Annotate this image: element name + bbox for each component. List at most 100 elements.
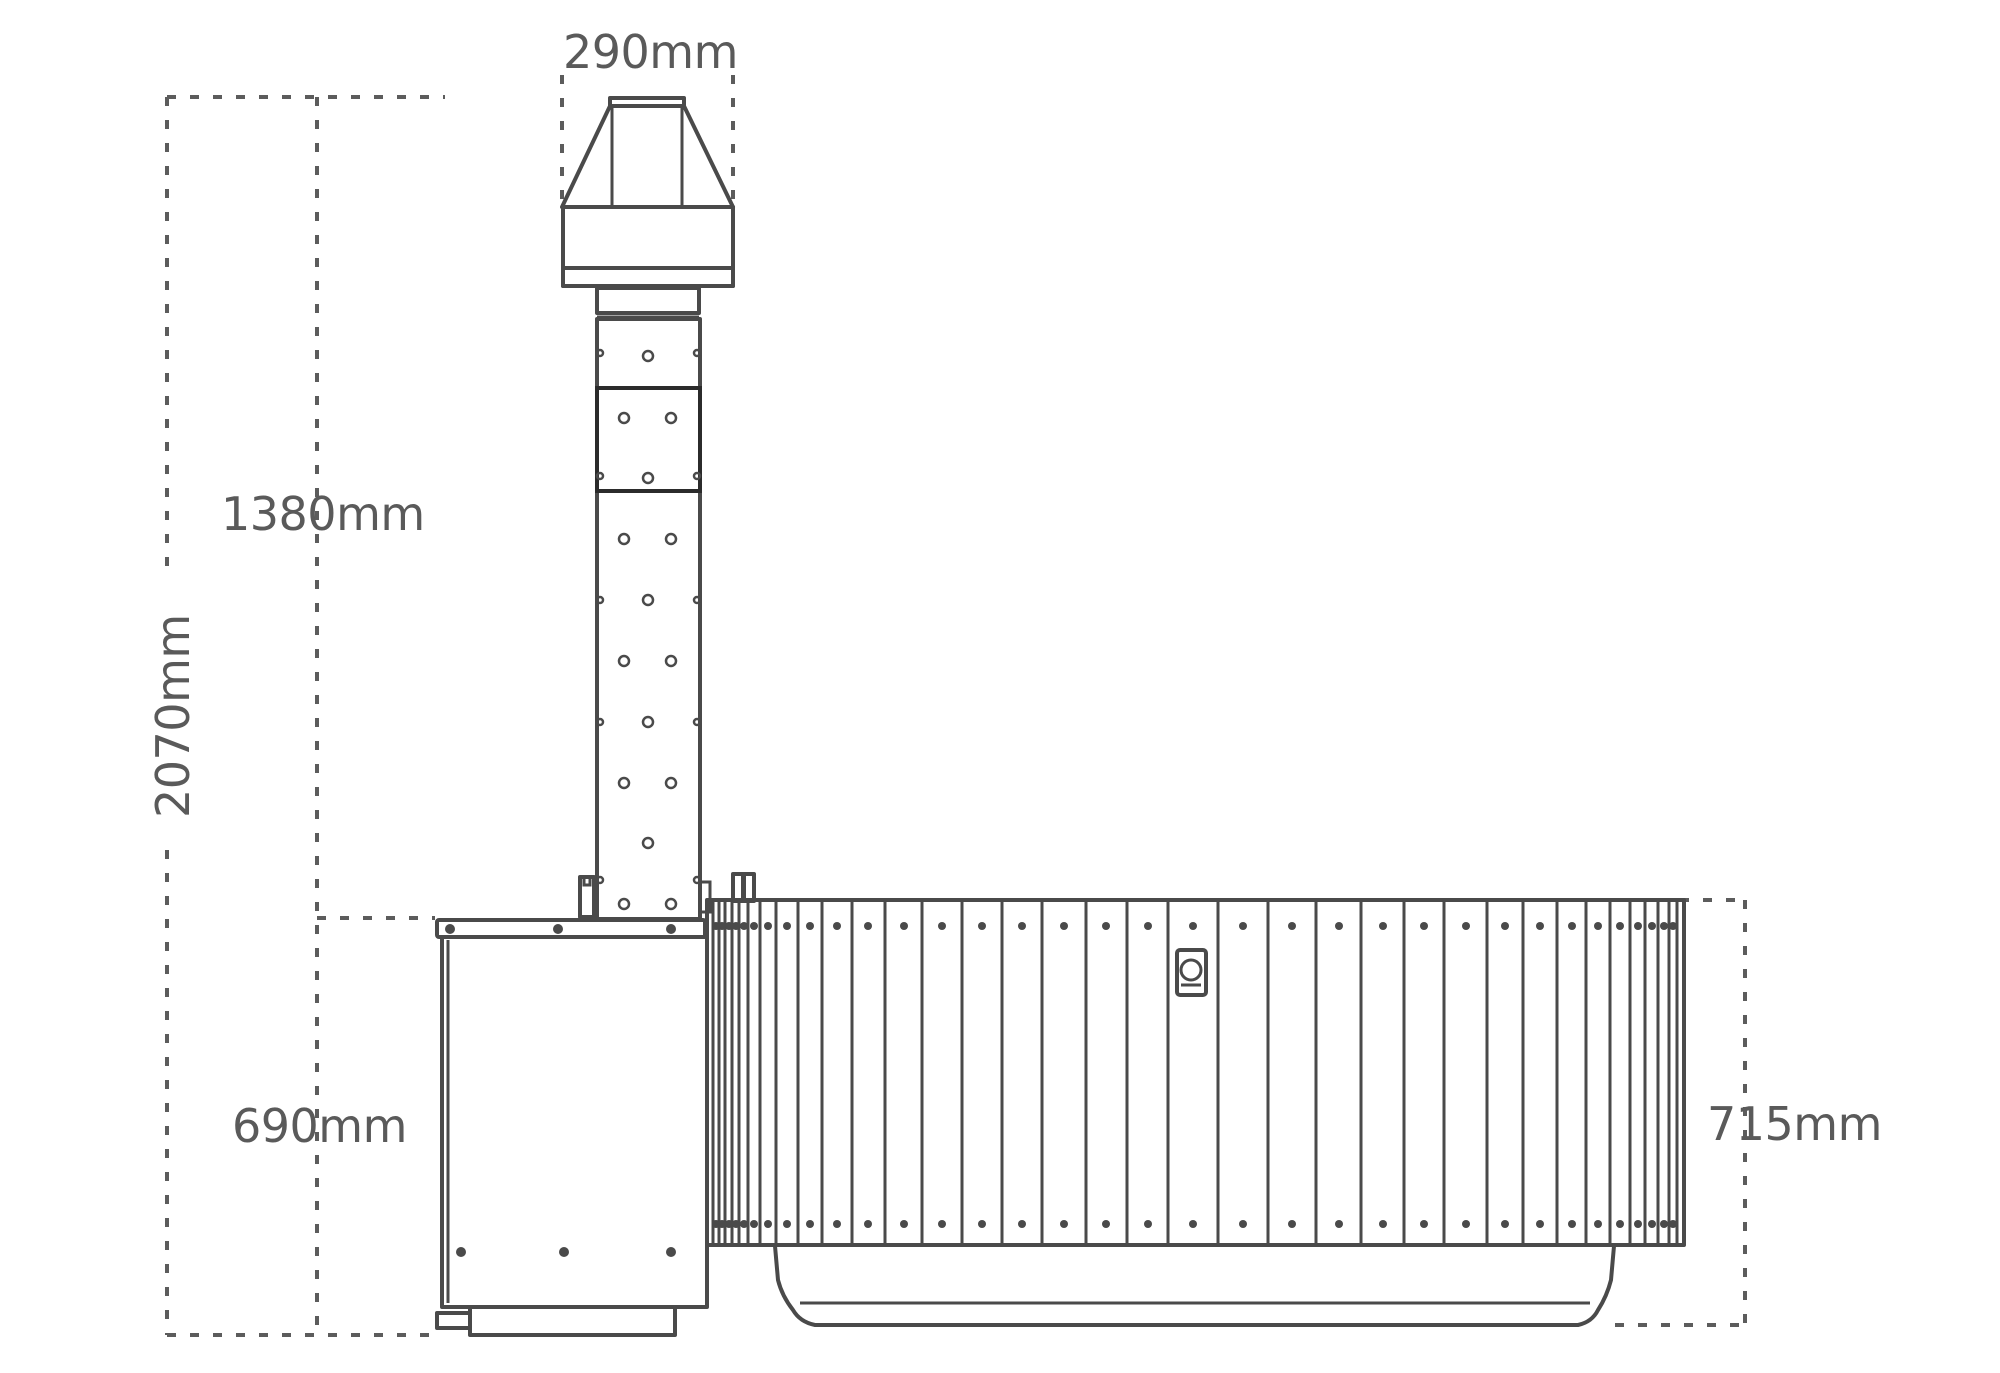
tub-height-label: 715mm (1707, 1097, 1882, 1151)
rivet (1102, 922, 1110, 930)
rivet (617, 411, 631, 425)
rivet (1189, 922, 1197, 930)
rivet (1420, 1220, 1428, 1228)
rivet (718, 922, 726, 930)
rivet (938, 922, 946, 930)
rivet (725, 1220, 733, 1228)
rivet (664, 532, 678, 546)
rivet (740, 922, 748, 930)
chimney-height-label: 1380mm (221, 487, 425, 541)
rivet (978, 1220, 986, 1228)
rivet (1239, 1220, 1247, 1228)
rivet (1462, 922, 1470, 930)
rivet (1660, 1220, 1668, 1228)
rivet (595, 348, 605, 358)
total-height-label: 2070mm (146, 614, 200, 818)
rivet (553, 924, 563, 934)
rivet (833, 1220, 841, 1228)
rivet (1616, 922, 1624, 930)
rivet (641, 715, 655, 729)
rivet (664, 897, 678, 911)
rivet (725, 922, 733, 930)
rivet (692, 875, 702, 885)
rivet (1060, 1220, 1068, 1228)
rivet (1648, 922, 1656, 930)
tub (698, 872, 1686, 1327)
rivet (1669, 922, 1677, 930)
rivet (1594, 922, 1602, 930)
rivet (617, 776, 631, 790)
rivet (595, 595, 605, 605)
rivet (666, 1247, 676, 1257)
rivet (712, 1220, 720, 1228)
rivet (1379, 1220, 1387, 1228)
rivet (1568, 922, 1576, 930)
rivet (764, 922, 772, 930)
rivet (833, 922, 841, 930)
rivet (1660, 922, 1668, 930)
rivet (1239, 922, 1247, 930)
rivet (1501, 1220, 1509, 1228)
rivet (1335, 1220, 1343, 1228)
rivet (740, 1220, 748, 1228)
rivet (900, 922, 908, 930)
rivet (595, 471, 605, 481)
rivet (750, 1220, 758, 1228)
rivet (1288, 922, 1296, 930)
rivet (445, 924, 455, 934)
rivet (595, 875, 605, 885)
rivet (1420, 922, 1428, 930)
rivet (864, 1220, 872, 1228)
rivet (712, 922, 720, 930)
rivet (1462, 1220, 1470, 1228)
rivet (1144, 1220, 1152, 1228)
rivet (1536, 922, 1544, 930)
rivet (1288, 1220, 1296, 1228)
tub-staves (711, 902, 1679, 1243)
rivet (664, 654, 678, 668)
dimension-lines (165, 75, 1747, 1337)
rivet (617, 654, 631, 668)
rivet (1102, 1220, 1110, 1228)
rivet (664, 776, 678, 790)
rivet (764, 1220, 772, 1228)
rivet (783, 922, 791, 930)
heater (435, 875, 709, 1337)
rivet (617, 897, 631, 911)
rivet (1018, 1220, 1026, 1228)
rivet (1060, 922, 1068, 930)
rivet (641, 349, 655, 363)
tub-rivets (712, 922, 1677, 1228)
rivet (783, 1220, 791, 1228)
rivet (1568, 1220, 1576, 1228)
rivet (864, 922, 872, 930)
rivet (641, 836, 655, 850)
heater-height-label: 690mm (232, 1099, 407, 1153)
rivet (806, 922, 814, 930)
rivet (1189, 1220, 1197, 1228)
rivet (617, 532, 631, 546)
rivet (1018, 922, 1026, 930)
rivet (1335, 922, 1343, 930)
rivet (732, 922, 740, 930)
chimney-rivets (595, 348, 702, 911)
rivet (1144, 922, 1152, 930)
rivet (595, 717, 605, 727)
chimney-width-label: 290mm (563, 25, 738, 79)
rivet (692, 471, 702, 481)
rivet (1634, 922, 1642, 930)
rivet (1501, 922, 1509, 930)
rivet (456, 1247, 466, 1257)
rivet (1594, 1220, 1602, 1228)
rivet (1536, 1220, 1544, 1228)
rivet (938, 1220, 946, 1228)
rivet (1648, 1220, 1656, 1228)
rivet (664, 411, 678, 425)
rivet (666, 924, 676, 934)
rivet (900, 1220, 908, 1228)
rivet (978, 922, 986, 930)
rivet (692, 348, 702, 358)
rivet (559, 1247, 569, 1257)
rivet (1669, 1220, 1677, 1228)
